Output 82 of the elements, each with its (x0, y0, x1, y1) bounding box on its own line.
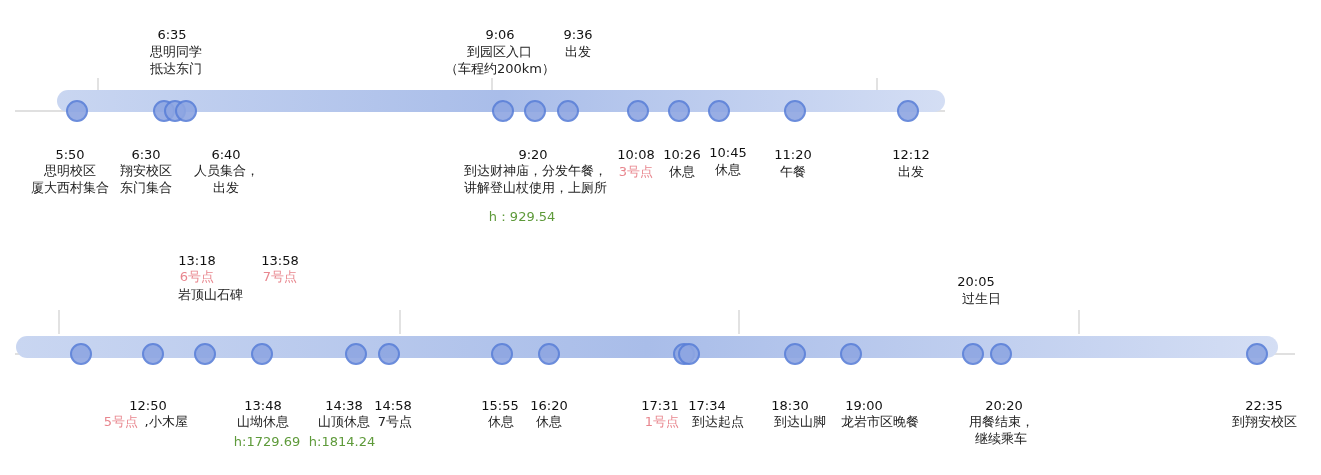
event-label: 岩顶山石碑 (177, 286, 243, 303)
time-label: 13:48 (244, 397, 282, 414)
timeline-dot (897, 100, 919, 122)
time-label: 9:06 (485, 26, 515, 43)
time-label: 14:38 (325, 397, 363, 414)
event-label: 出发 (898, 163, 924, 180)
time-label: 9:36 (563, 26, 593, 43)
time-label: 12:12 (892, 146, 930, 163)
event-label: 过生日 (961, 290, 1001, 307)
time-label: 22:35 (1245, 397, 1283, 414)
timeline-dot (345, 343, 367, 365)
timeline-dot (492, 100, 514, 122)
time-label: 14:58 (374, 397, 412, 414)
event-label: 到达起点 (692, 413, 744, 430)
event-label: 山坳休息 (237, 413, 289, 430)
event-label: 思明校区厦大西村集合 (31, 162, 109, 196)
timeline-dot (784, 100, 806, 122)
time-label: 17:34 (688, 397, 726, 414)
time-label: 6:35 (157, 26, 187, 43)
time-label: 20:20 (985, 397, 1023, 414)
checkpoint-label: 7号点 (262, 268, 298, 285)
time-label: 10:08 (617, 146, 655, 163)
timeline-dot (557, 100, 579, 122)
time-label: 13:18 (178, 252, 216, 269)
time-label: 15:55 (481, 397, 519, 414)
event-label: 出发 (565, 43, 591, 60)
timeline-dot (66, 100, 88, 122)
time-label: 19:00 (845, 397, 883, 414)
event-label: 山顶休息 (318, 413, 370, 430)
elevation-label: h:1814.24 (308, 433, 376, 450)
timeline-dot (784, 343, 806, 365)
event-label: 休息 (715, 161, 741, 178)
time-label: 6:40 (211, 146, 241, 163)
time-label: 12:50 (129, 397, 167, 414)
event-label: 思明同学抵达东门 (150, 43, 202, 77)
time-label: 10:45 (709, 144, 747, 161)
checkpoint-label: 5号点 (103, 413, 139, 430)
event-label: 休息 (488, 413, 514, 430)
timeline-dot (524, 100, 546, 122)
checkpoint-label: 3号点 (618, 163, 654, 180)
time-label: 10:26 (663, 146, 701, 163)
timeline-dot (194, 343, 216, 365)
event-label: 休息 (669, 163, 695, 180)
timeline-dot (962, 343, 984, 365)
time-label: 6:30 (131, 146, 161, 163)
checkpoint-label: 6号点 (179, 268, 215, 285)
timeline-dot (840, 343, 862, 365)
event-label: 用餐结束，继续乘车 (968, 413, 1034, 447)
time-label: 18:30 (771, 397, 809, 414)
timeline-dot (378, 343, 400, 365)
event-label: 龙岩市区晚餐 (841, 413, 919, 430)
time-label: 11:20 (774, 146, 812, 163)
time-label: 13:58 (261, 252, 299, 269)
event-label: 到达财神庙，分发午餐，讲解登山杖使用，上厕所 (463, 162, 607, 196)
time-label: 17:31 (641, 397, 679, 414)
timeline-dot (251, 343, 273, 365)
time-label: 20:05 (957, 273, 995, 290)
elevation-label: h：929.54 (488, 208, 556, 225)
event-label: 午餐 (780, 163, 806, 180)
event-label: 到达山脚 (774, 413, 826, 430)
event-label: 翔安校区东门集合 (120, 162, 172, 196)
timeline-dot (175, 100, 197, 122)
event-label: 休息 (536, 413, 562, 430)
event-label: 到园区入口（车程约200km） (445, 43, 555, 77)
timeline-dot (1246, 343, 1268, 365)
checkpoint-label: 1号点 (644, 413, 680, 430)
timeline-dot (708, 100, 730, 122)
time-label: 9:20 (518, 146, 548, 163)
timeline-dot (990, 343, 1012, 365)
timeline-dot (668, 100, 690, 122)
timeline-dot (142, 343, 164, 365)
time-label: 16:20 (530, 397, 568, 414)
event-label: ,小木屋 (144, 413, 188, 430)
timeline-dot (538, 343, 560, 365)
timeline-dot (627, 100, 649, 122)
event-label: 到翔安校区 (1231, 413, 1297, 430)
timeline-dot (491, 343, 513, 365)
event-label: 人员集合，出发 (193, 162, 259, 196)
time-label: 5:50 (55, 146, 85, 163)
timeline-dot (70, 343, 92, 365)
event-label: 7号点 (377, 413, 413, 430)
elevation-label: h:1729.69 (233, 433, 301, 450)
